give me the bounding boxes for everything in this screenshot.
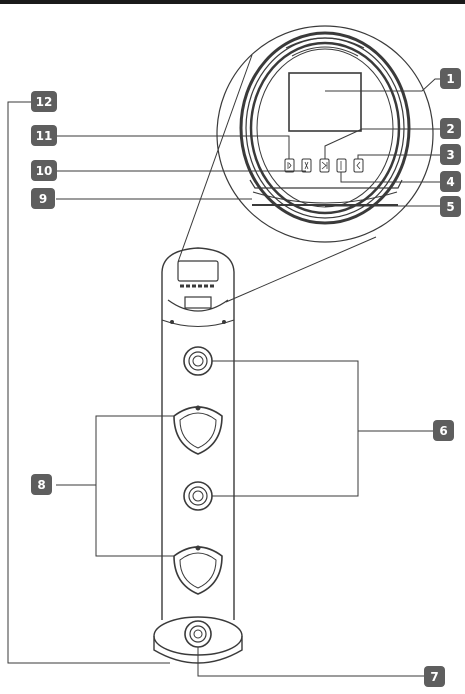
- leader-2: [324, 128, 446, 159]
- svg-text:6: 6: [439, 424, 447, 438]
- callout-1: 1: [440, 68, 461, 89]
- svg-text:1: 1: [446, 72, 454, 86]
- svg-text:2: 2: [446, 122, 454, 136]
- callout-7: 7: [424, 666, 445, 687]
- head-top-handle-inner: [291, 46, 359, 57]
- callout-3: 3: [440, 144, 461, 165]
- callout-12: 12: [31, 91, 57, 112]
- tower-head-dock: [184, 296, 212, 309]
- tweeter-upper: [183, 346, 213, 376]
- callout-2: 2: [440, 118, 461, 139]
- callout-9: 9: [31, 188, 55, 209]
- tower-head: [161, 247, 235, 296]
- callout-4: 4: [440, 171, 461, 192]
- control-button-2[interactable]: [301, 158, 312, 173]
- head-outer-ring: [239, 31, 411, 225]
- callout-5: 5: [440, 196, 461, 217]
- svg-text:8: 8: [37, 478, 45, 492]
- callout-8: 8: [31, 474, 52, 495]
- leader-3: [357, 154, 446, 159]
- zoom-view: [177, 25, 434, 303]
- control-button-4[interactable]: [336, 158, 347, 173]
- head-ring-3: [249, 41, 401, 215]
- head-inner-face: [256, 48, 394, 208]
- zoom-circle: [216, 25, 434, 243]
- control-button-5[interactable]: [353, 158, 364, 173]
- leader-8: [95, 415, 174, 557]
- callout-badges: 1 2 3 4 5 6 7 8: [31, 68, 461, 687]
- zoom-line-left: [177, 54, 253, 263]
- tweeter-lower: [183, 481, 213, 511]
- tower-speaker: [153, 247, 243, 664]
- leader-7: [197, 647, 424, 677]
- dock-bottom: [252, 191, 398, 204]
- woofer-lower: [173, 545, 223, 595]
- svg-text:7: 7: [430, 670, 438, 684]
- button-glyphs: [287, 161, 361, 170]
- svg-text:11: 11: [36, 129, 53, 143]
- head-ring-2: [245, 37, 405, 219]
- lcd-display: [288, 72, 362, 132]
- callout-6: 6: [433, 420, 454, 441]
- leader-12: [7, 101, 170, 664]
- leader-4: [340, 172, 446, 183]
- top-border-bar: [0, 0, 465, 4]
- control-button-1[interactable]: [284, 158, 295, 173]
- svg-text:9: 9: [39, 192, 47, 206]
- leader-6: [212, 360, 359, 497]
- tower-head-display: [177, 260, 219, 282]
- leader-11: [56, 135, 290, 159]
- callout-11: 11: [31, 125, 57, 146]
- svg-text:12: 12: [36, 95, 53, 109]
- leader-lines: [7, 78, 446, 677]
- control-button-3[interactable]: [319, 158, 330, 173]
- zoom-line-right: [225, 236, 377, 303]
- woofer-upper: [173, 405, 223, 455]
- svg-text:10: 10: [36, 164, 53, 178]
- svg-text:5: 5: [446, 200, 454, 214]
- svg-text:4: 4: [446, 175, 454, 189]
- svg-text:3: 3: [446, 148, 454, 162]
- dock-slot: [249, 179, 403, 189]
- bass-port: [184, 620, 212, 648]
- head-top-handle: [285, 37, 365, 49]
- callout-10: 10: [31, 160, 57, 181]
